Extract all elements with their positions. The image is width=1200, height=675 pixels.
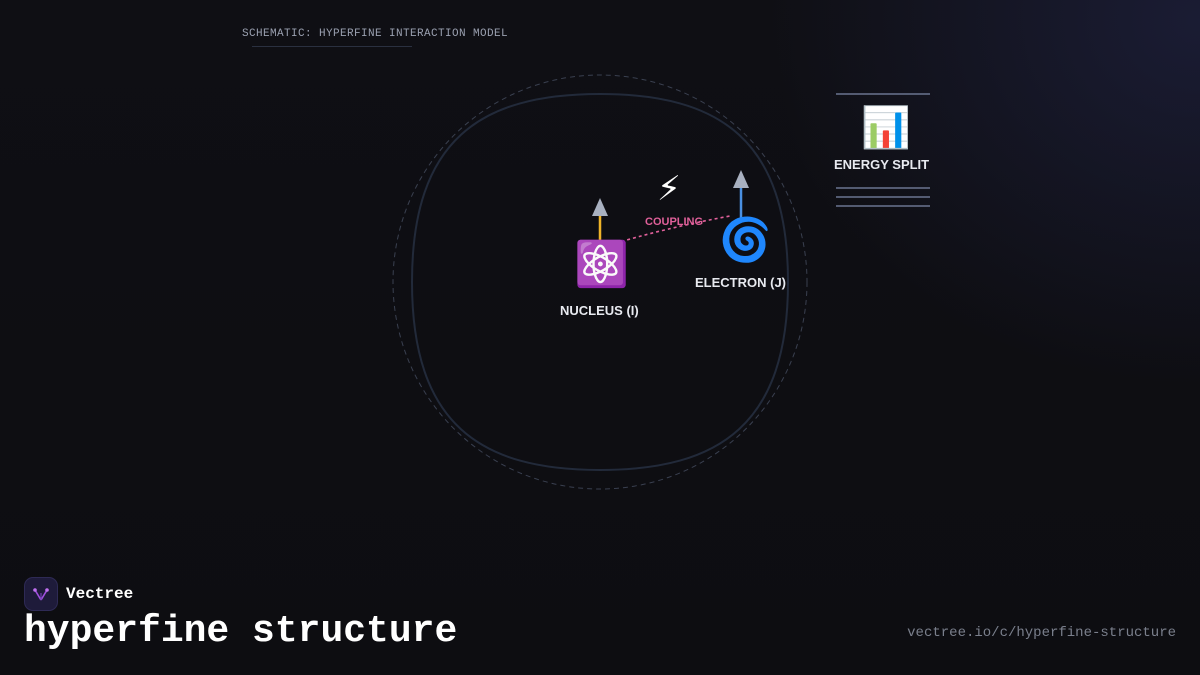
lightning-icon: ⚡ bbox=[657, 169, 681, 209]
page-title: hyperfine structure bbox=[24, 610, 458, 653]
spiral-icon: 🌀 bbox=[719, 215, 772, 264]
schematic-label: SCHEMATIC: HYPERFINE INTERACTION MODEL bbox=[242, 28, 509, 40]
coupling-line bbox=[609, 215, 731, 246]
bar-chart-icon: 📊 bbox=[861, 105, 911, 151]
outer-dashed-orbit bbox=[392, 74, 808, 490]
electron-spin-arrow-head bbox=[733, 170, 749, 188]
schematic-underline bbox=[252, 46, 412, 47]
atom-icon: ⚛️ bbox=[574, 239, 629, 290]
page-url[interactable]: vectree.io/c/hyperfine-structure bbox=[907, 625, 1176, 641]
nucleus-spin-arrow-head bbox=[592, 198, 608, 216]
electron-label: ELECTRON (J) bbox=[695, 275, 786, 290]
brand-name: Vectree bbox=[66, 585, 134, 603]
vectree-logo-icon bbox=[24, 577, 58, 611]
brand[interactable]: Vectree bbox=[24, 577, 133, 611]
energy-split-label: ENERGY SPLIT bbox=[834, 157, 930, 172]
nucleus-label: NUCLEUS (I) bbox=[560, 303, 639, 318]
inner-orbit-shape bbox=[410, 92, 790, 472]
coupling-label: COUPLING bbox=[645, 216, 704, 228]
tree-icon bbox=[33, 588, 49, 601]
